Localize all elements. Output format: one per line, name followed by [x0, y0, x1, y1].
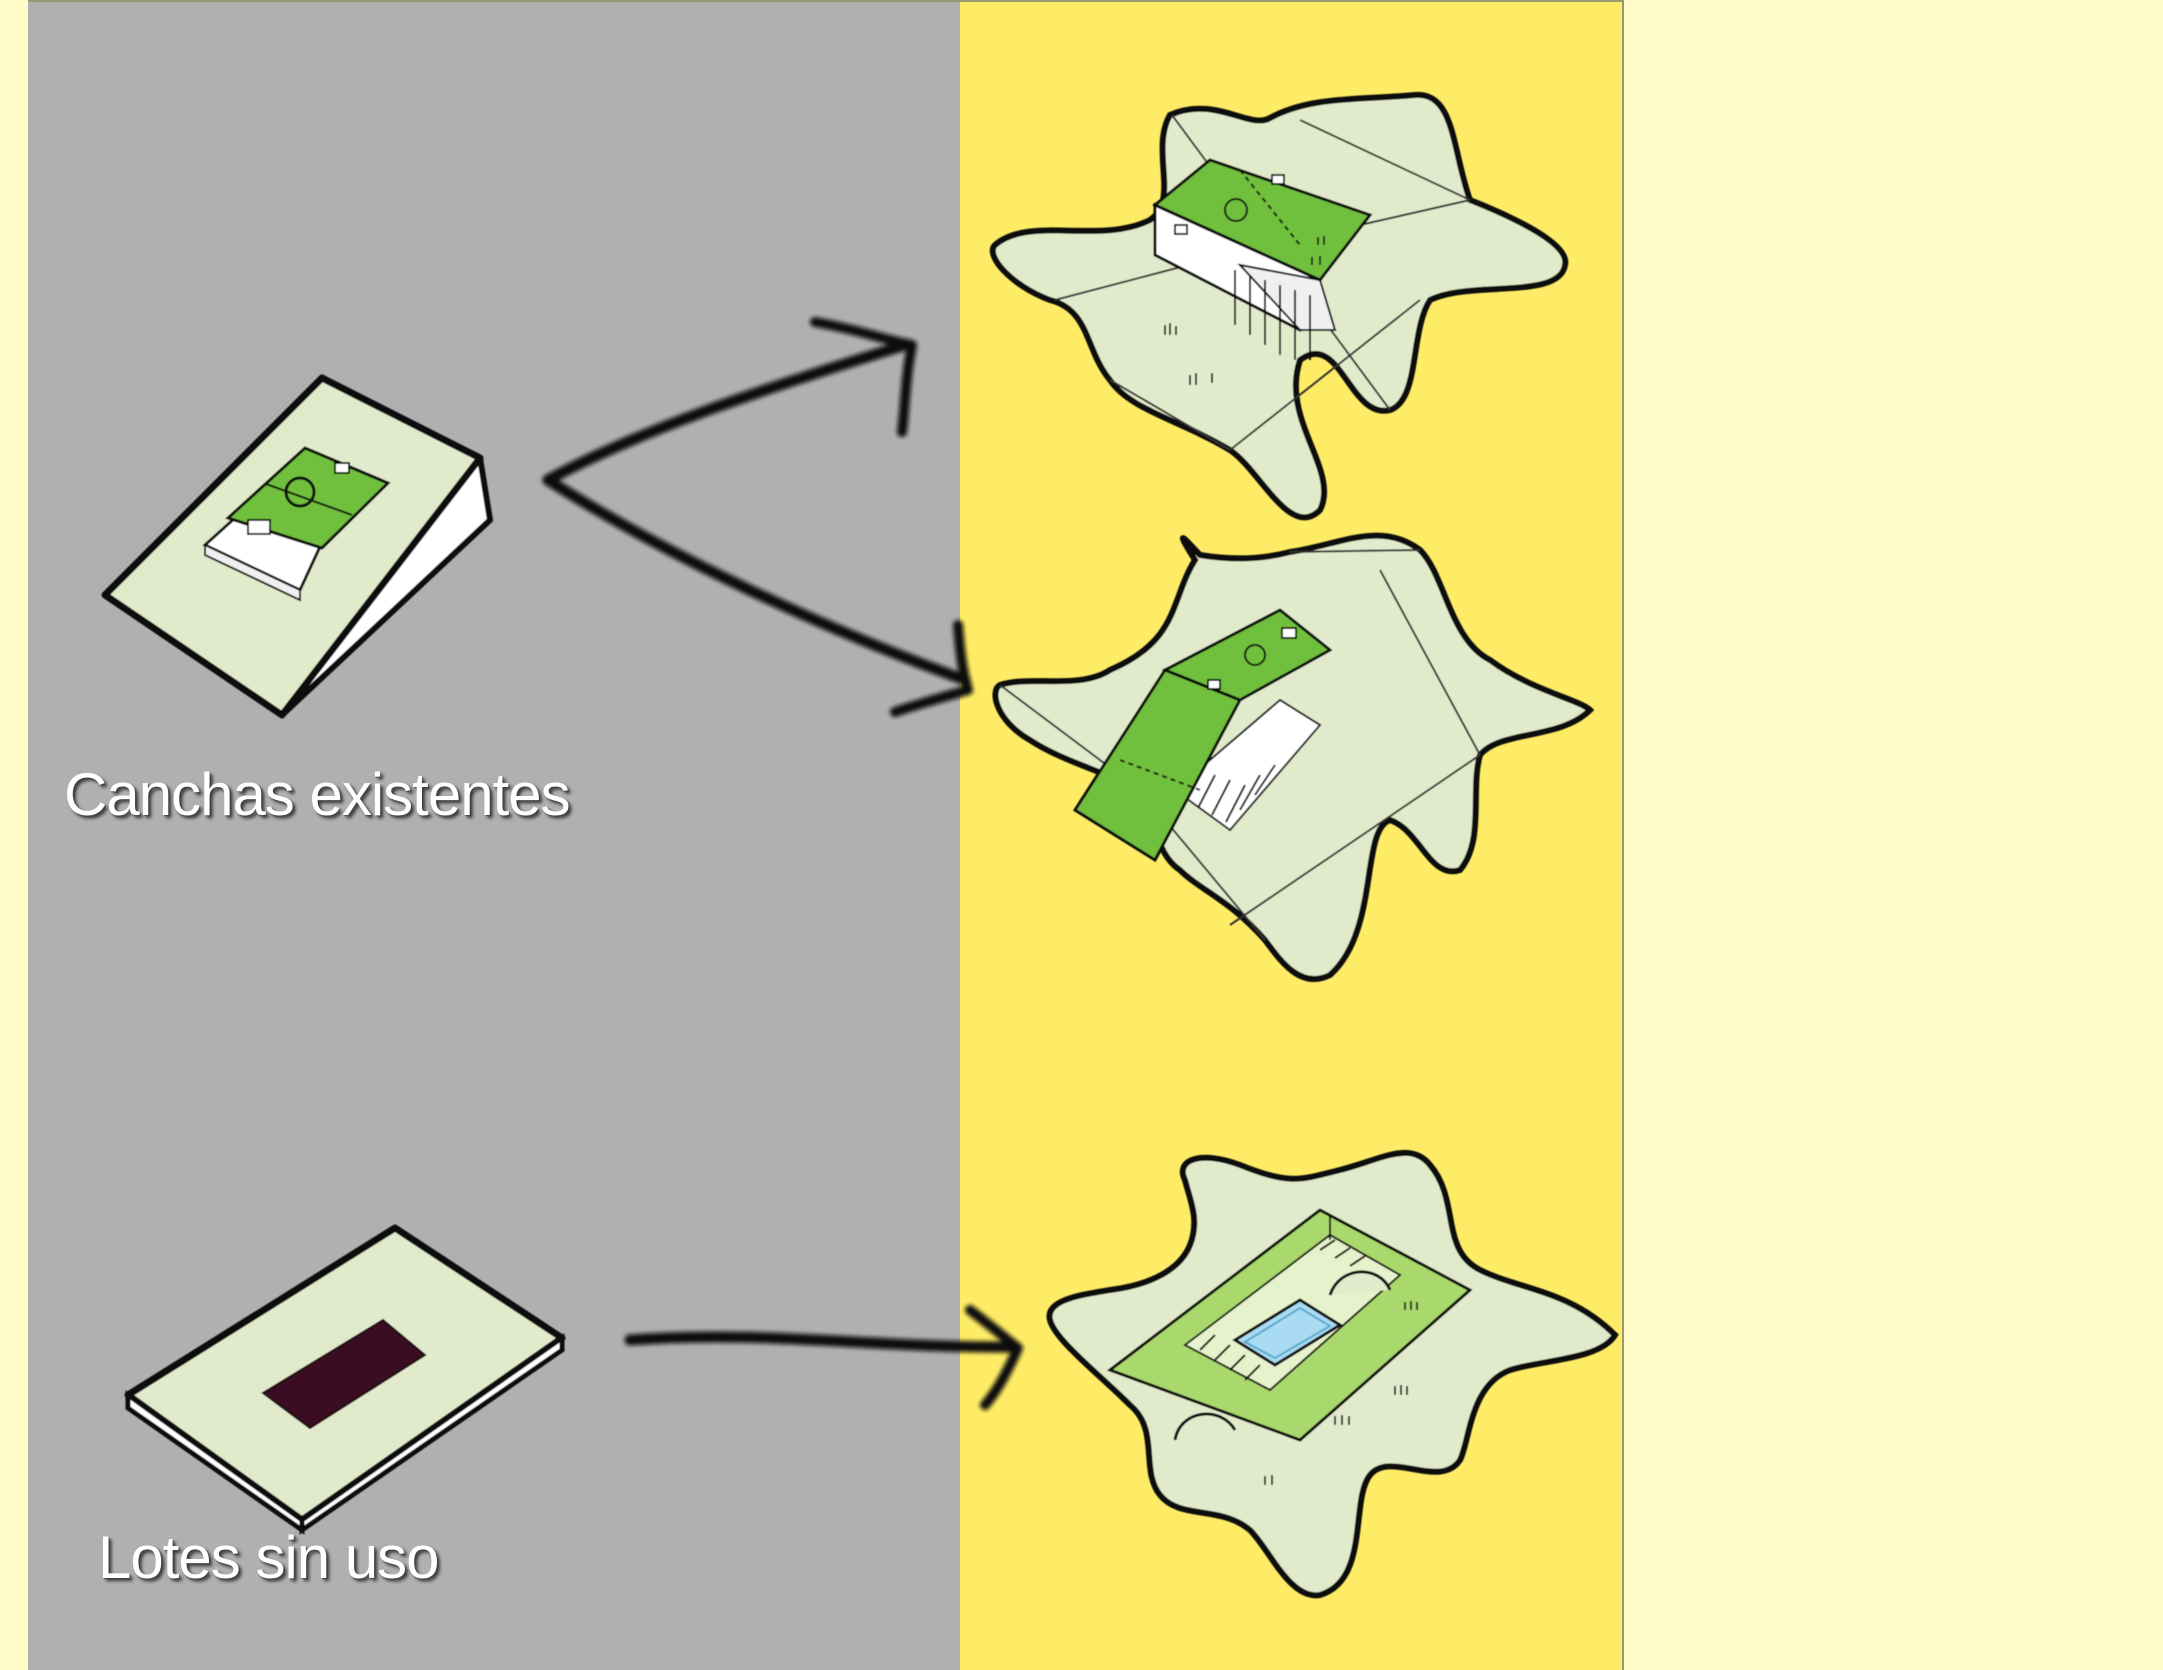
sloped-block-with-soccer-field-icon — [101, 374, 493, 719]
existing-courts-label: Canchas existentes — [64, 761, 571, 828]
hand-drawn-arrow-icon — [542, 317, 1023, 1410]
organic-site-with-ramp-field-icon — [992, 532, 1595, 983]
flat-block-with-dark-lot-icon — [124, 1224, 566, 1535]
unused-lots-label: Lotes sin uso — [98, 1524, 440, 1591]
organic-site-with-pool-icon — [1046, 1149, 1619, 1599]
organic-site-with-raised-field-icon — [990, 91, 1569, 521]
